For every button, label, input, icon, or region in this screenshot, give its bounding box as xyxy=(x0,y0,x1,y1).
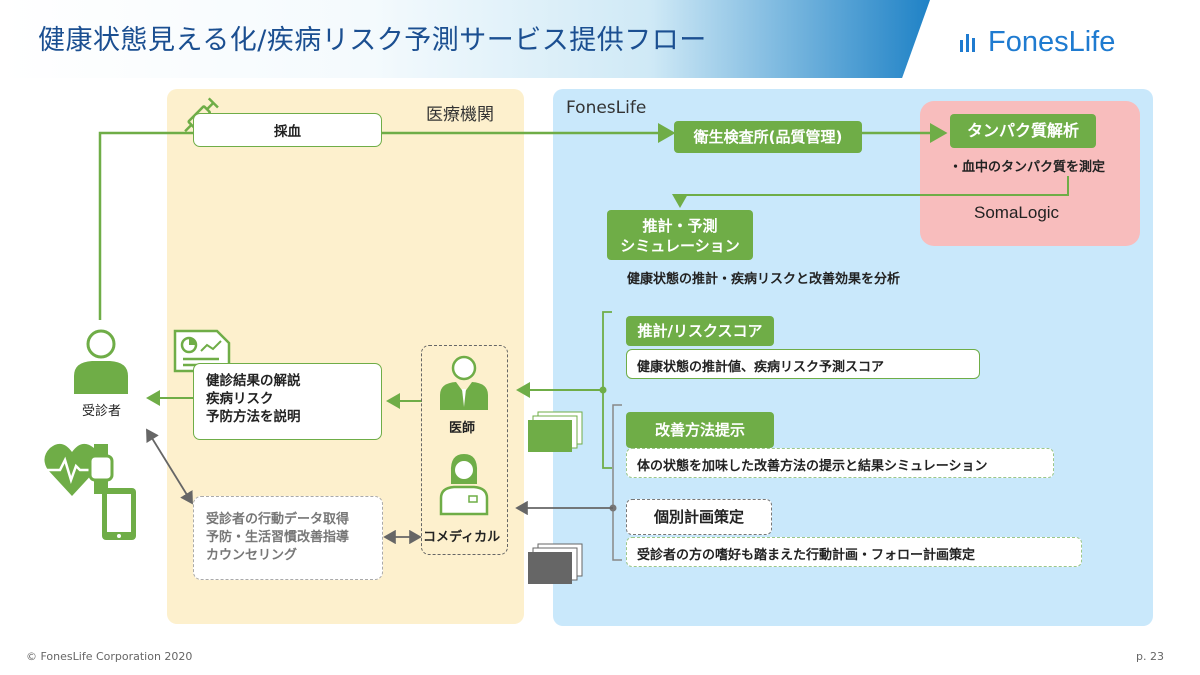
comedical-label: コメディカル xyxy=(423,530,501,545)
counseling-box: 受診者の行動データ取得 予防・生活習慣改善指導 カウンセリング xyxy=(193,496,383,580)
explanation-box: 健診結果の解説 疾病リスク 予防方法を説明 xyxy=(193,363,382,440)
improvement-desc: 体の状態を加味した改善方法の提示と結果シミュレーション xyxy=(626,448,1054,478)
report-icon xyxy=(173,329,231,373)
header-band xyxy=(0,0,930,78)
patient-label: 受診者 xyxy=(82,404,122,419)
staff-group xyxy=(421,345,508,555)
protein-analysis-desc: ・血中のタンパク質を測定 xyxy=(949,160,1106,175)
documents-icon xyxy=(528,411,583,452)
comedical-icon xyxy=(439,454,489,516)
simulation-box: 推計・予測 シミュレーション xyxy=(607,210,753,260)
logo: FonesLife xyxy=(958,26,1115,59)
hygiene-lab-box: 衛生検査所(品質管理) xyxy=(674,121,862,153)
somalogic-label: SomaLogic xyxy=(974,203,1060,222)
doctor-label: 医師 xyxy=(449,421,476,436)
risk-score-desc: 健康状態の推計値、疾病リスク予測スコア xyxy=(626,349,980,379)
foneslife-panel-label: FonesLife xyxy=(566,98,647,118)
blood-draw-label: 採血 xyxy=(274,124,301,140)
logo-text: FonesLife xyxy=(988,26,1116,58)
plan-box: 個別計画策定 xyxy=(626,499,772,535)
documents-gray-icon xyxy=(528,543,583,584)
patient-icon xyxy=(74,329,128,394)
plan-desc: 受診者の方の嗜好も踏まえた行動計画・フォロー計画策定 xyxy=(626,537,1082,567)
page-number: p. 23 xyxy=(1136,650,1164,663)
medical-panel-label: 医療機関 xyxy=(426,105,494,125)
blood-draw-box: 採血 xyxy=(193,113,382,147)
heart-monitor-icon xyxy=(44,443,114,496)
protein-analysis-box: タンパク質解析 xyxy=(950,114,1096,148)
improvement-box: 改善方法提示 xyxy=(626,412,774,448)
page-title: 健康状態見える化/疾病リスク予測サービス提供フロー xyxy=(38,25,707,56)
logo-icon xyxy=(960,33,975,52)
risk-score-box: 推計/リスクスコア xyxy=(626,316,774,346)
footer-copyright: © FonesLife Corporation 2020 xyxy=(26,650,193,663)
simulation-desc: 健康状態の推計・疾病リスクと改善効果を分析 xyxy=(627,272,901,287)
doctor-icon xyxy=(440,355,488,410)
smartphone-icon xyxy=(102,488,136,540)
